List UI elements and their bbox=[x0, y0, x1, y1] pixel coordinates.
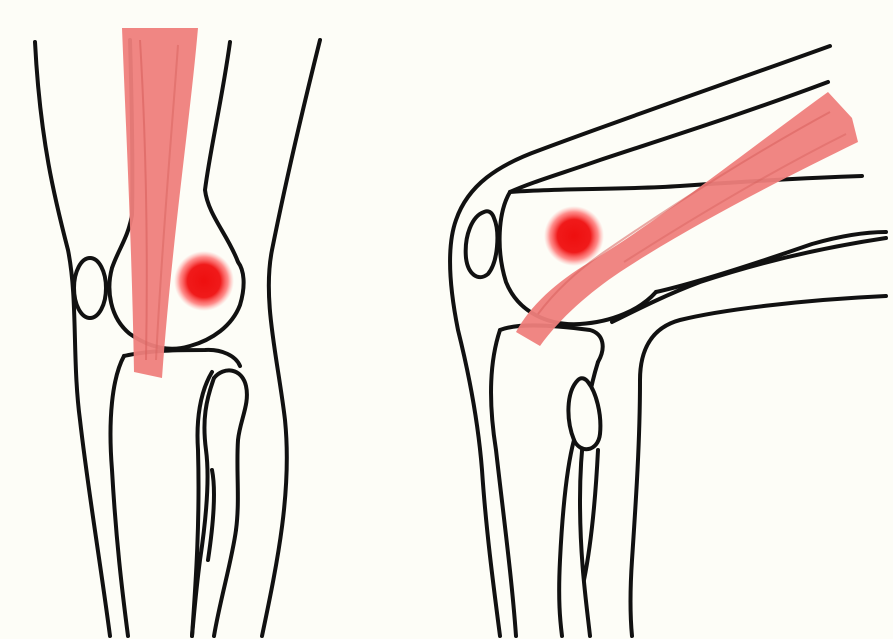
front-view bbox=[35, 28, 320, 636]
front-fibula-inner bbox=[214, 530, 236, 636]
front-femur-right-edge bbox=[205, 42, 238, 262]
front-fibula-head bbox=[214, 370, 247, 530]
front-leg-left-contour bbox=[35, 42, 110, 636]
front-leg-right-contour bbox=[262, 40, 320, 636]
front-tibia-left bbox=[111, 356, 129, 636]
front-patella bbox=[74, 258, 106, 318]
side-calf-contour bbox=[631, 296, 887, 636]
side-view bbox=[450, 46, 886, 636]
side-femur-upper-edge bbox=[510, 176, 862, 192]
front-fibula-shaft bbox=[192, 378, 214, 636]
side-fibula-shaft bbox=[559, 440, 574, 636]
side-pain-spot bbox=[544, 206, 604, 266]
side-fibula-shaft-inner bbox=[584, 450, 598, 580]
side-patella bbox=[466, 211, 498, 277]
front-pain-spot bbox=[174, 251, 234, 311]
